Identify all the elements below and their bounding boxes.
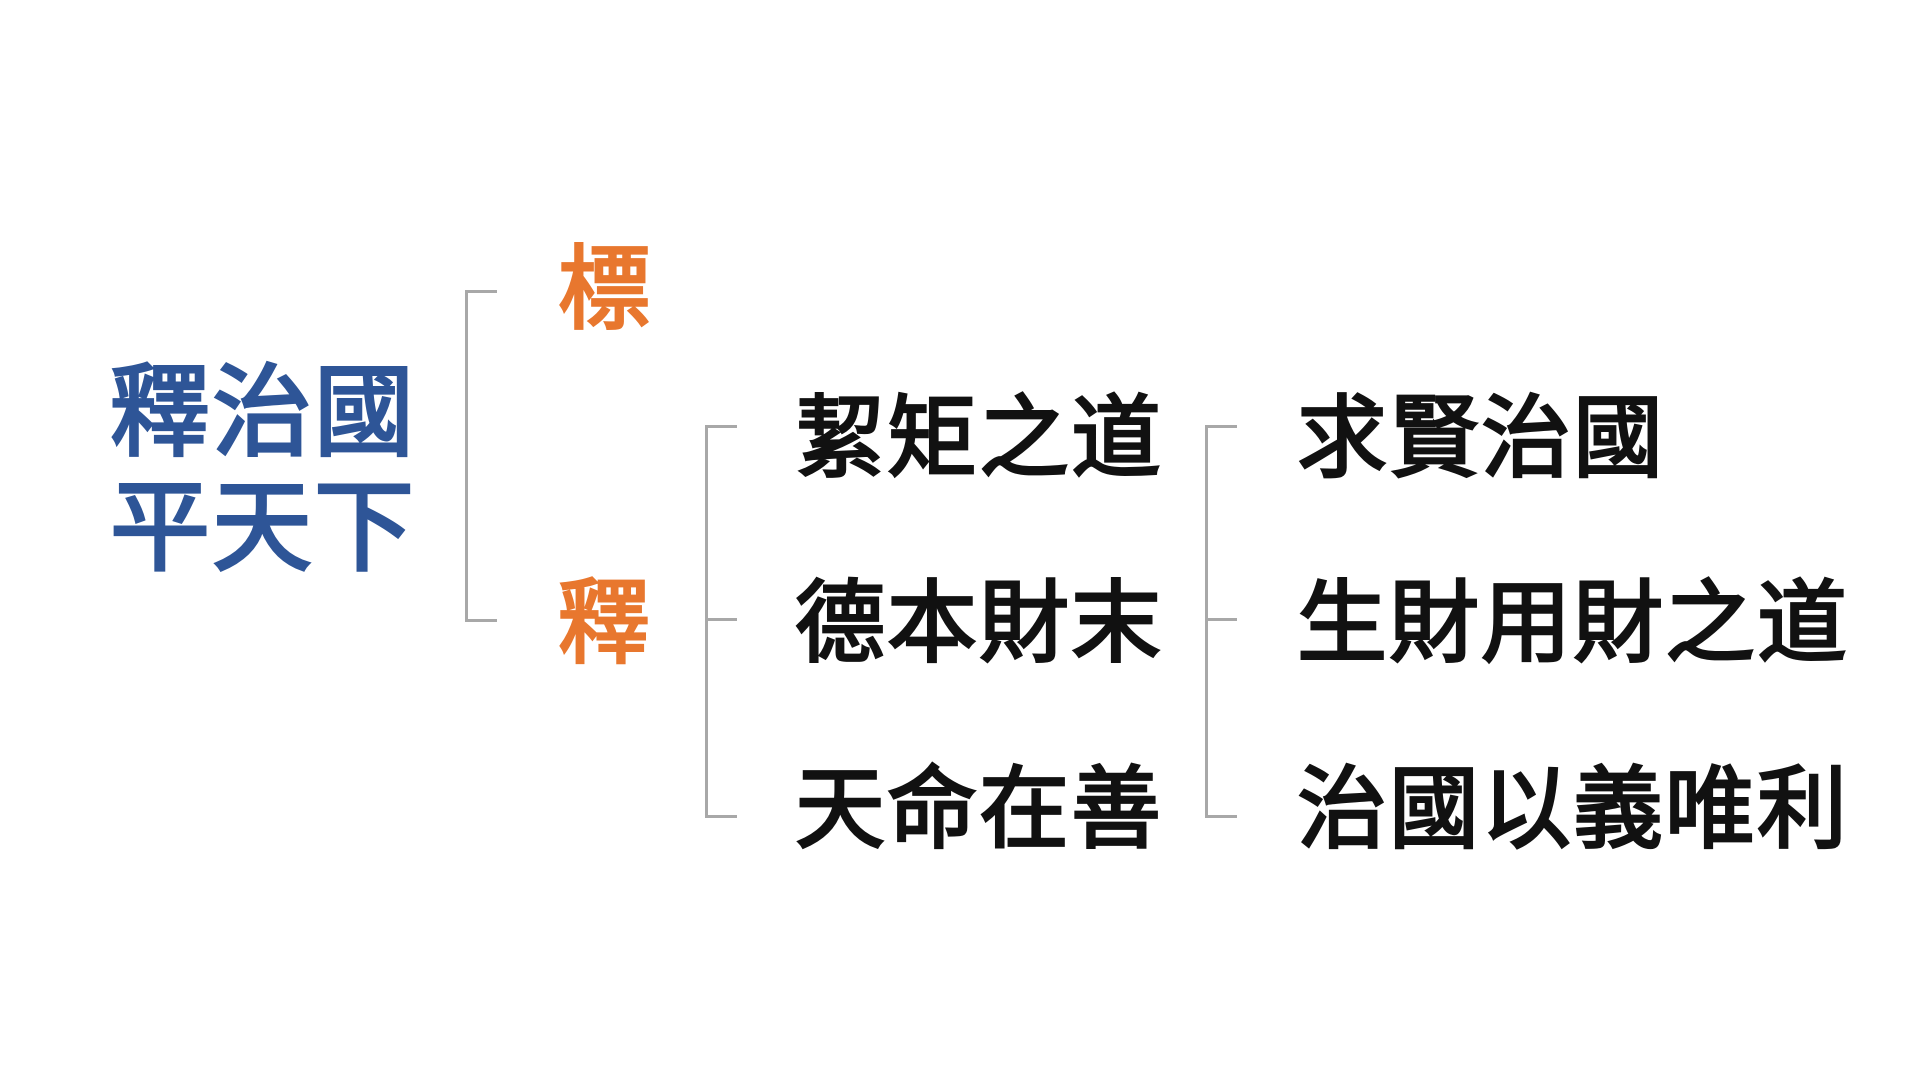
bracket-shi: [705, 425, 737, 818]
bracket-jieju: [1205, 425, 1237, 818]
bracket-shi-middle-tick: [705, 618, 737, 621]
node-deben: 德本財末: [795, 570, 1163, 676]
bracket-root: [465, 290, 497, 622]
node-zhiguo-yiyi: 治國以義唯利: [1297, 756, 1849, 862]
root-title-line-2: 平天下: [110, 468, 416, 586]
root-title-line-1: 釋治國: [110, 353, 416, 471]
node-shi: 釋: [558, 569, 651, 677]
bracket-jieju-middle-tick: [1205, 618, 1237, 621]
node-qiuxian: 求賢治國: [1297, 385, 1665, 491]
node-jieju: 絜矩之道: [795, 385, 1163, 491]
node-shengcai: 生財用財之道: [1297, 570, 1849, 676]
root-title: 釋治國 平天下: [110, 355, 416, 585]
node-tianming: 天命在善: [795, 756, 1163, 862]
node-biao: 標: [558, 235, 651, 343]
